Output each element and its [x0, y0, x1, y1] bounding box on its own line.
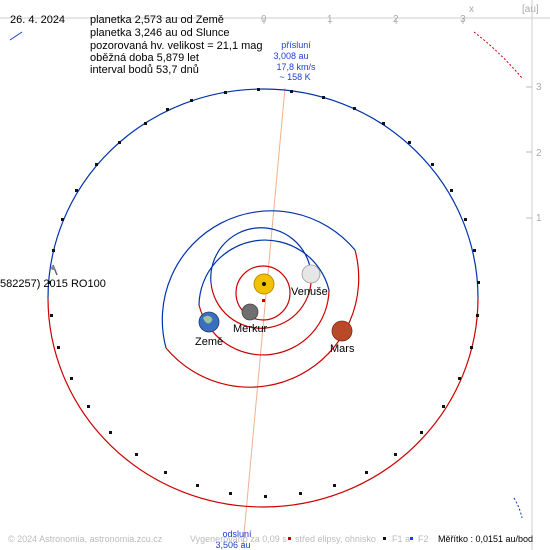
footer-generated: Vygenerováno za 0,09 s — [190, 534, 287, 544]
y-tick-1: 1 — [536, 213, 542, 224]
venus-label: Venuše — [291, 286, 328, 298]
legend-f2-label: F2 — [418, 534, 429, 544]
earth-orbit-far — [198, 239, 330, 306]
mars-label: Mars — [330, 343, 355, 355]
mars-orbit-far — [161, 210, 356, 349]
mars-planet — [331, 320, 353, 342]
scale-label: Měřítko : 0,0151 au/bod — [438, 534, 533, 544]
info-line-2: planetka 3,246 au od Slunce — [90, 27, 229, 39]
asteroid-label: 582257) 2015 RO100 — [0, 278, 106, 290]
earth-label: Země — [195, 336, 223, 348]
asteroid-orbit-far — [47, 88, 479, 299]
legend-f1-label: F1 a — [392, 534, 410, 544]
date-label: 26. 4. 2024 — [10, 14, 65, 26]
aphelion-title: odsluní — [222, 529, 252, 539]
ellipse-center-marker — [262, 299, 265, 302]
asteroid-marker — [51, 264, 58, 276]
info-line-3: pozorovaná hv. velikost = 21,1 mag — [90, 40, 263, 52]
x-ticks — [263, 18, 464, 24]
asteroid-orbit-points — [48, 88, 480, 498]
legend-center-marker — [288, 537, 291, 540]
mercury-orbit — [235, 265, 291, 321]
perihelion-title: přísluní — [281, 40, 311, 50]
info-line-4: oběžná doba 5,879 let — [90, 52, 199, 64]
perihelion-speed: 17,8 km/s — [276, 62, 316, 72]
mercury-planet — [241, 303, 259, 321]
earth-land — [203, 315, 213, 324]
y-tick-2: 2 — [536, 148, 542, 159]
legend-f1-marker — [383, 537, 386, 540]
unit-label: [au] — [522, 4, 539, 15]
legend-f2-marker — [410, 537, 413, 540]
x-axis-label: x — [469, 4, 474, 15]
venus-planet — [301, 264, 321, 284]
info-line-5: interval bodů 53,7 dnů — [90, 64, 199, 76]
legend-center-label: střed elipsy, ohnisko — [295, 534, 376, 544]
venus-orbit-far — [210, 227, 312, 284]
venus-orbit-near — [210, 272, 312, 329]
direction-arrow — [9, 31, 23, 41]
mars-orbit-near — [165, 249, 360, 388]
asteroid-orbit-near — [47, 297, 479, 508]
perihelion-distance: 3,008 au — [273, 51, 308, 61]
x-tick-2: 2 — [393, 14, 399, 25]
apsides-line — [242, 87, 286, 546]
y-ticks — [526, 86, 532, 219]
aphelion-distance: 3,506 au — [215, 540, 250, 550]
perihelion-temp: ~ 158 K — [279, 72, 310, 82]
footer-copyright: © 2024 Astronomia, astronomia.zcu.cz — [8, 534, 163, 544]
x-tick-3: 3 — [460, 14, 466, 25]
outer-orbit-arc-top — [473, 31, 523, 79]
info-line-1: planetka 2,573 au od Země — [90, 14, 224, 26]
x-tick-1: 1 — [327, 14, 333, 25]
outer-orbit-arc-bottom — [513, 497, 523, 519]
sun-center — [262, 282, 266, 286]
y-tick-3: 3 — [536, 82, 542, 93]
mercury-label: Merkur — [233, 323, 268, 335]
x-tick-0: 0 — [261, 14, 267, 25]
